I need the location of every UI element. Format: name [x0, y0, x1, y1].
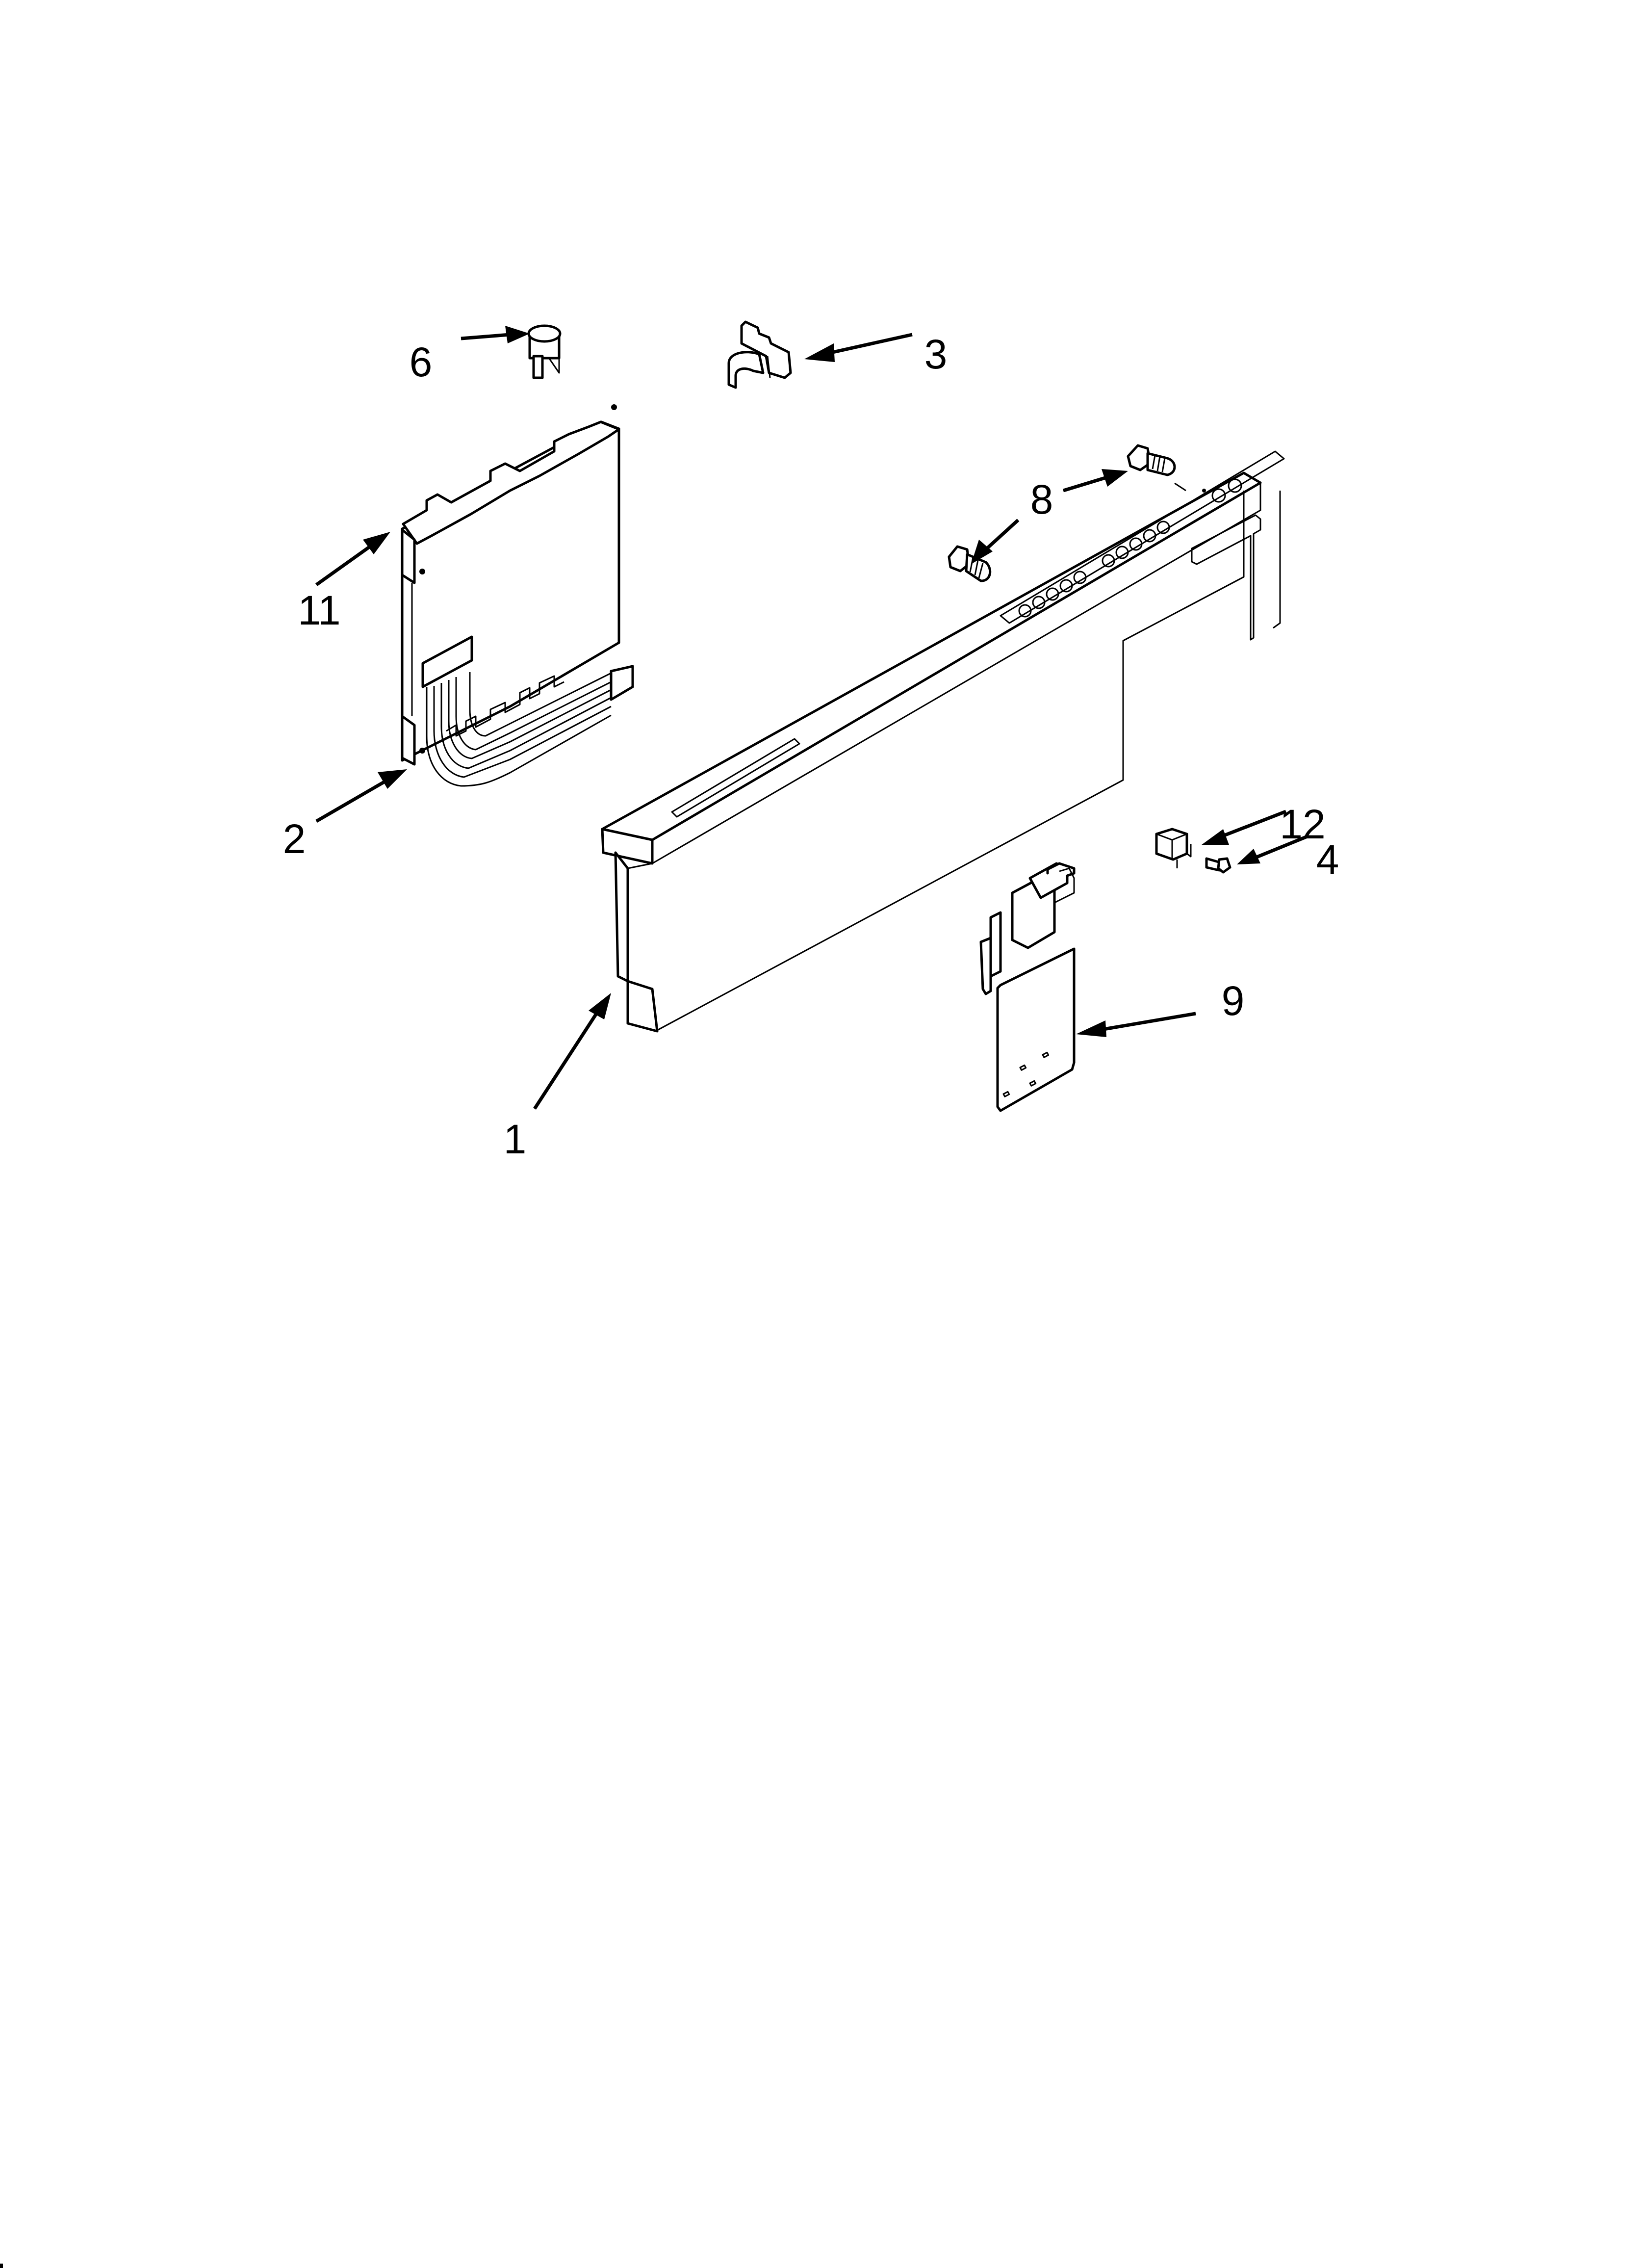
part-6-thermal-fuse	[527, 324, 562, 379]
leader-arrow-11	[315, 532, 390, 586]
callout-label-11: 11	[298, 587, 341, 633]
leader-arrow-2	[315, 769, 407, 823]
callout-label-8: 8	[1030, 476, 1053, 522]
callout-label-9: 9	[1221, 978, 1245, 1024]
callout-label-12: 12	[1280, 801, 1326, 847]
leader-arrow-6	[461, 326, 530, 343]
part-4-screw-small	[1205, 857, 1232, 874]
callout-label-4: 4	[1316, 836, 1339, 883]
part-3-clip	[727, 320, 792, 389]
part-1-control-panel	[601, 450, 1285, 1033]
part-12-switch	[1155, 828, 1192, 868]
leader-arrow-1	[533, 993, 611, 1110]
leader-arrow-3	[804, 333, 913, 362]
leader-arrow-12	[1202, 809, 1287, 845]
leader-arrow-4	[1237, 834, 1309, 864]
callout-label-1: 1	[503, 1116, 527, 1162]
part-9-latch-bracket	[979, 862, 1076, 1112]
leader-arrow-9	[1076, 1012, 1196, 1037]
part-8-screw-upper	[1127, 444, 1176, 476]
callout-label-2: 2	[282, 816, 306, 862]
part-11-control-board	[401, 404, 620, 766]
callout-label-6: 6	[409, 339, 433, 385]
part-8-screw-lower	[948, 545, 992, 582]
callout-label-3: 3	[924, 331, 948, 377]
leader-arrow-8	[971, 469, 1186, 564]
corner-mark	[0, 2264, 3, 2268]
part-2-wire-harness	[421, 635, 634, 787]
button-strip	[1000, 450, 1285, 624]
vent-slots	[671, 738, 800, 818]
